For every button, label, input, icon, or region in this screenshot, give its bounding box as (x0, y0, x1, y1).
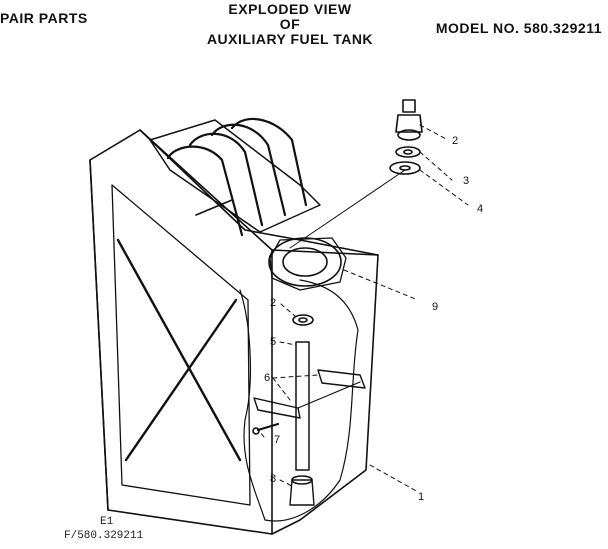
filter (289, 475, 315, 506)
model-number: MODEL NO. 580.329211 (435, 20, 602, 36)
title-line-2: OF (279, 16, 301, 32)
footer-code-1: E1 (100, 516, 114, 528)
tank-body (89, 129, 379, 535)
washer-3 (395, 146, 421, 158)
tank-handles (149, 118, 321, 237)
callout-8: 8 (270, 473, 276, 485)
pickup-tube (295, 341, 310, 471)
assembly-axis-line (289, 169, 406, 249)
leader-lines (259, 124, 469, 493)
title-line-3: AUXILIARY FUEL TANK (206, 31, 374, 47)
gasket-4 (389, 161, 421, 175)
filler-cap-assembly (268, 237, 347, 291)
title-line-1: EXPLODED VIEW (228, 1, 352, 17)
footer-code-2: F/580.329211 (64, 530, 144, 542)
fitting-upper (395, 99, 423, 141)
callout-2-lower: 2 (270, 297, 276, 309)
callout-5: 5 (270, 336, 276, 348)
callout-1: 1 (418, 491, 424, 503)
callout-2-upper: 2 (452, 135, 458, 147)
cutaway-outline (239, 279, 359, 522)
header-center-title: EXPLODED VIEW OF AUXILIARY FUEL TANK (190, 2, 390, 47)
callout-6: 6 (264, 372, 270, 384)
bushing-lower (292, 314, 314, 326)
callout-4: 4 (477, 203, 483, 215)
callout-9: 9 (432, 301, 438, 313)
header-left-title: PAIR PARTS (0, 10, 88, 26)
callout-7: 7 (274, 434, 280, 446)
clamps (253, 369, 366, 419)
screw (252, 422, 280, 435)
callout-3: 3 (463, 175, 469, 187)
